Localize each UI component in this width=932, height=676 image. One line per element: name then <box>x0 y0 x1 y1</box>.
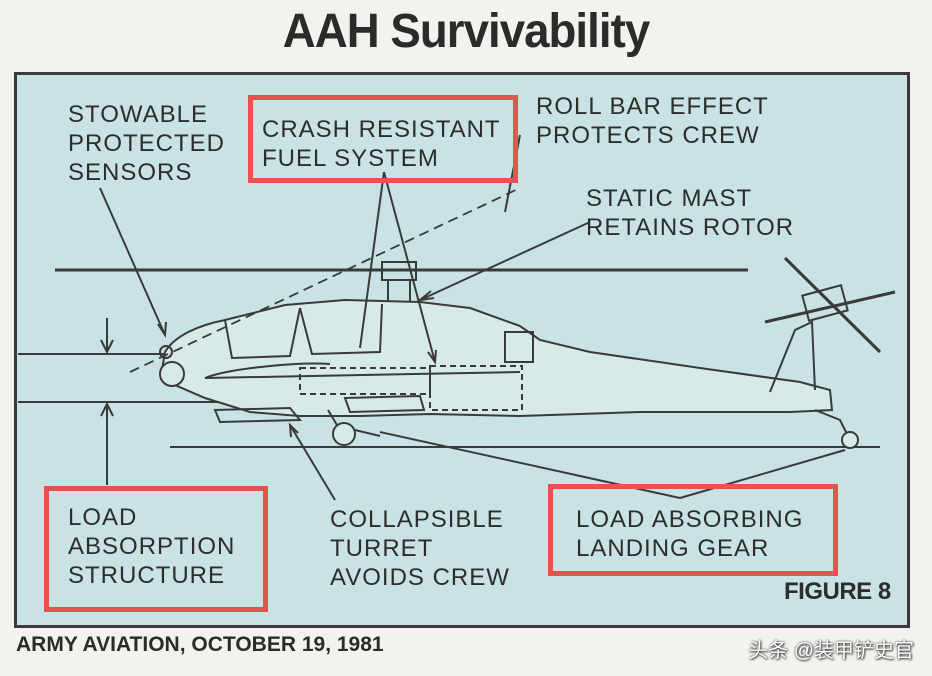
label-crash-fuel-system: CRASH RESISTANT FUEL SYSTEM <box>262 115 501 173</box>
label-load-structure: LOAD ABSORPTION STRUCTURE <box>68 503 235 590</box>
label-roll-bar: ROLL BAR EFFECT PROTECTS CREW <box>536 92 769 150</box>
label-static-mast: STATIC MAST RETAINS ROTOR <box>586 184 794 242</box>
watermark: 头条 @装甲铲史官 <box>748 634 914 663</box>
label-collapsible-turret: COLLAPSIBLE TURRET AVOIDS CREW <box>330 505 510 592</box>
label-landing-gear: LOAD ABSORBING LANDING GEAR <box>576 505 803 563</box>
label-stowable-sensors: STOWABLE PROTECTED SENSORS <box>68 100 225 187</box>
source-footer: ARMY AVIATION, OCTOBER 19, 1981 <box>16 633 384 657</box>
figure-label: FIGURE 8 <box>784 578 891 606</box>
